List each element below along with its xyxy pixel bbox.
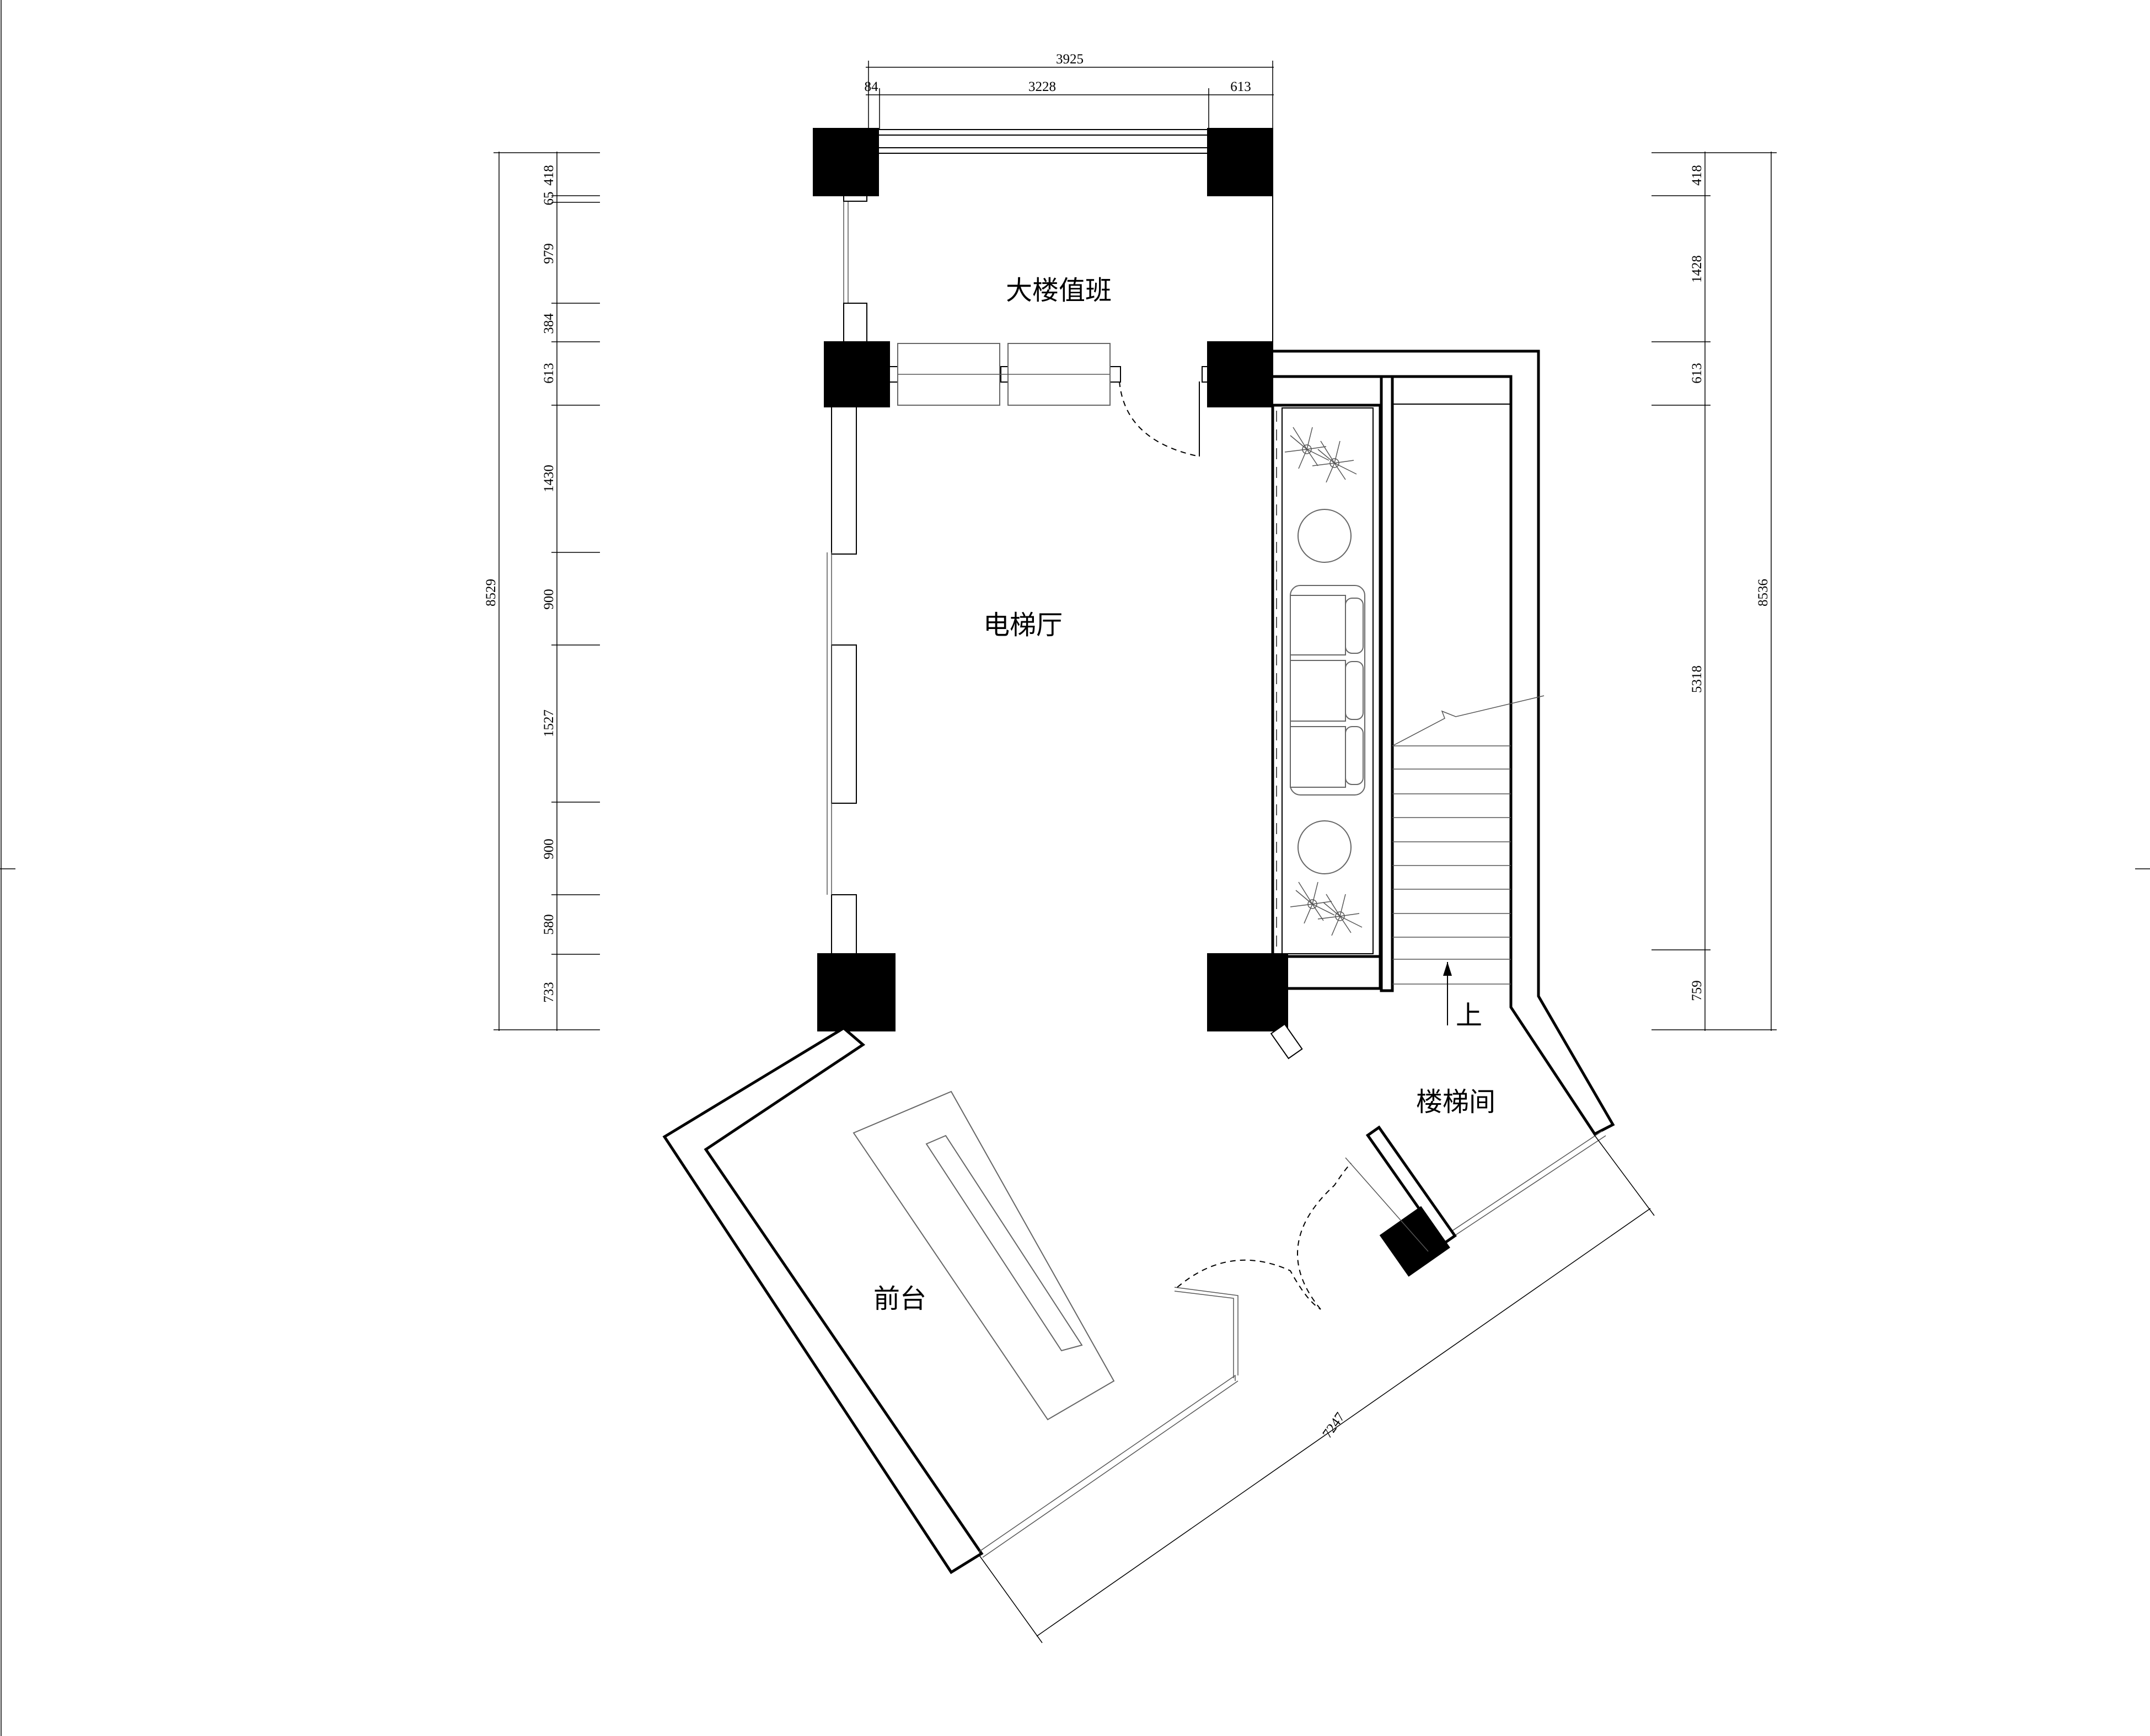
column	[1207, 953, 1288, 1031]
stair-break-line	[1392, 695, 1545, 746]
room-label-elevator-hall: 电梯厅	[983, 610, 1063, 641]
reception-area: 7247	[662, 1026, 1655, 1643]
dim-top-seg-2: 3228	[1028, 79, 1056, 94]
plant-icon	[1312, 440, 1357, 483]
hall-lounge-zone	[1271, 404, 1382, 990]
stair-inner-wall	[1380, 375, 1394, 992]
stairwell: 上	[1267, 350, 1615, 1277]
dim-left-seg-11: 733	[541, 982, 556, 1003]
wall-stub	[843, 303, 867, 345]
dim-right-seg-1: 418	[1690, 165, 1704, 186]
stair-treads	[1392, 695, 1545, 985]
round-table-icon	[1297, 820, 1352, 874]
column	[1379, 1206, 1450, 1277]
plant-icon	[1290, 882, 1335, 924]
door-swing-reception	[1177, 1259, 1321, 1310]
dim-top-total: 3925	[1056, 52, 1084, 67]
reception-outer-wall	[662, 1026, 984, 1574]
structural-columns	[813, 128, 1303, 1060]
dim-right-seg-3: 613	[1690, 363, 1704, 384]
dim-right-seg-4: 5318	[1690, 665, 1704, 693]
dim-right-seg-5: 759	[1690, 980, 1704, 1001]
stair-door-wall	[1365, 1125, 1457, 1246]
top-dimension-chain: 3925 84 3228 613	[865, 52, 1274, 130]
right-dimension-chain: 8536 418 1428 613 5318 759	[1652, 152, 1777, 1031]
dim-left-total: 8529	[484, 579, 498, 606]
dim-left-seg-10: 580	[541, 914, 556, 935]
door-swing-duty	[1119, 381, 1200, 457]
round-table-icon	[1297, 509, 1352, 563]
dim-right-total: 8536	[1756, 579, 1771, 606]
dim-left-seg-8: 1527	[541, 710, 556, 737]
elevator-hall-left-wall	[827, 405, 857, 956]
plant-icon	[1317, 894, 1363, 936]
dim-top-seg-3: 613	[1230, 79, 1251, 94]
column	[1207, 128, 1273, 196]
sofa-icon	[1290, 585, 1365, 796]
stair-outer-wall	[1267, 350, 1615, 1136]
column	[813, 128, 879, 196]
dim-left-seg-3: 979	[541, 243, 556, 264]
dim-left-seg-4: 384	[541, 313, 556, 334]
dim-left-seg-2: 65	[541, 192, 556, 206]
dim-left-seg-5: 613	[541, 363, 556, 384]
room-label-stairwell: 楼梯间	[1416, 1087, 1495, 1117]
plant-icon	[1284, 427, 1329, 469]
reception-desk-icon	[853, 1090, 1115, 1421]
hall-glass-partition	[889, 343, 1214, 406]
dim-left-seg-6: 1430	[541, 465, 556, 492]
room-label-reception: 前台	[873, 1283, 926, 1314]
room-label-duty: 大楼值班	[1006, 275, 1112, 306]
column	[817, 953, 896, 1031]
dim-left-seg-1: 418	[541, 165, 556, 186]
door-swing-reception-2	[1297, 1163, 1352, 1310]
dim-right-seg-2: 1428	[1690, 255, 1704, 283]
stair-up-arrow-icon	[1443, 962, 1452, 1025]
stair-direction-label: 上	[1456, 1000, 1482, 1031]
column	[824, 341, 890, 407]
dim-top-seg-1: 84	[865, 79, 879, 94]
dim-left-seg-9: 900	[541, 839, 556, 859]
column	[1207, 341, 1273, 407]
dim-left-seg-7: 900	[541, 589, 556, 610]
left-dimension-chain: 8529 418 65 979 384 613 1430 900 1527 90…	[484, 152, 600, 1031]
